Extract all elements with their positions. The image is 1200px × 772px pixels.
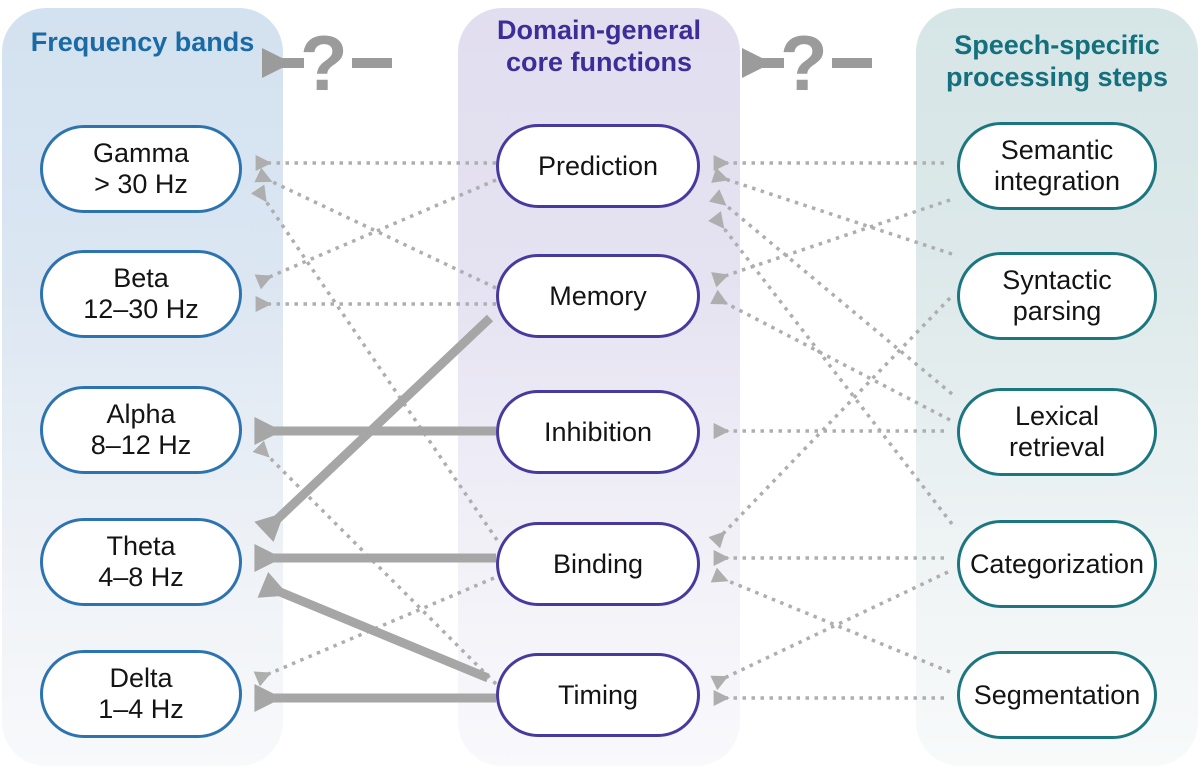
node-lexical-retrieval: Lexical retrieval [957,388,1157,476]
node-lexical-retrieval-label2: retrieval [1008,432,1106,462]
node-gamma: Gamma > 30 Hz [40,125,242,213]
node-memory: Memory [496,254,700,338]
node-categorization-label: Categorization [969,548,1145,579]
link-memory-to-theta [254,314,494,542]
node-beta: Beta 12–30 Hz [40,250,242,338]
link-segmentation-to-binding [710,567,951,674]
node-memory-label: Memory [549,280,647,311]
node-categorization: Categorization [957,520,1157,608]
question-mark-steps-to-core: ? [780,19,828,107]
node-delta-range: 1–4 Hz [98,694,184,724]
node-gamma-label: Gamma [92,138,190,168]
link-categorization-to-timing [710,570,949,691]
node-binding: Binding [496,522,700,606]
node-inhibition-label: Inhibition [543,416,653,447]
node-delta: Delta 1–4 Hz [40,650,242,738]
node-alpha-range: 8–12 Hz [90,430,192,460]
node-semantic-integration-label2: integration [993,166,1121,196]
node-delta-label: Delta [109,663,173,693]
node-binding-label: Binding [552,548,644,579]
node-beta-label: Beta [113,263,169,293]
node-segmentation: Segmentation [957,651,1157,739]
node-syntactic-parsing-label2: parsing [1012,296,1102,326]
core-functions-header: Domain-general core functions [496,15,702,77]
node-segmentation-label: Segmentation [973,679,1141,710]
speech-steps-header: Speech-specific processing steps [945,30,1169,92]
link-lexical-retrieval-to-memory [710,289,951,422]
node-gamma-range: > 30 Hz [94,169,188,199]
node-timing-label: Timing [557,679,638,710]
node-semantic-integration: Semantic integration [957,122,1157,210]
node-theta-label: Theta [106,531,176,561]
node-beta-range: 12–30 Hz [83,294,199,324]
node-prediction: Prediction [496,124,700,208]
question-mark-core-to-bands: ? [300,19,348,107]
node-inhibition: Inhibition [496,390,700,474]
link-semantic-integration-to-memory [711,198,951,288]
link-timing-to-theta [257,571,490,683]
node-semantic-integration-label: Semantic [1000,135,1114,165]
node-theta: Theta 4–8 Hz [40,518,242,606]
node-syntactic-parsing-label: Syntactic [1002,265,1112,295]
node-syntactic-parsing: Syntactic parsing [957,252,1157,340]
node-alpha-label: Alpha [106,399,176,429]
link-syntactic-parsing-to-binding [708,296,952,549]
node-prediction-label: Prediction [537,150,659,181]
node-theta-range: 4–8 Hz [98,562,184,592]
node-alpha: Alpha 8–12 Hz [40,386,242,474]
node-lexical-retrieval-label: Lexical [1014,401,1100,431]
node-timing: Timing [496,653,700,737]
frequency-bands-header: Frequency bands [30,27,255,57]
